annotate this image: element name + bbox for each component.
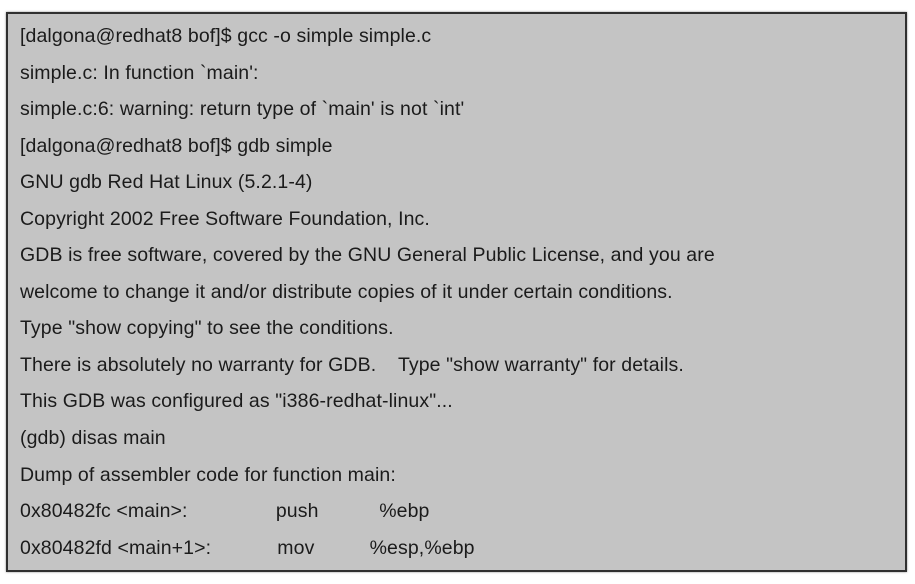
terminal-frame: [dalgona@redhat8 bof]$ gcc -o simple sim… bbox=[6, 12, 907, 572]
terminal-line: Dump of assembler code for function main… bbox=[20, 463, 396, 486]
terminal-line: GNU gdb Red Hat Linux (5.2.1-4) bbox=[20, 171, 313, 194]
terminal-line: simple.c:6: warning: return type of `mai… bbox=[20, 98, 465, 121]
terminal-line: Copyright 2002 Free Software Foundation,… bbox=[20, 207, 430, 230]
terminal-line: GDB is free software, covered by the GNU… bbox=[20, 244, 715, 267]
terminal-output: [dalgona@redhat8 bof]$ gcc -o simple sim… bbox=[8, 14, 905, 566]
terminal-line: [dalgona@redhat8 bof]$ gcc -o simple sim… bbox=[20, 25, 432, 47]
terminal-line: 0x80482fc <main>: push %ebp bbox=[20, 500, 430, 523]
terminal-line: This GDB was configured as "i386-redhat-… bbox=[20, 390, 453, 413]
terminal-line: Type "show copying" to see the condition… bbox=[20, 317, 394, 340]
terminal-line: 0x80482fd <main+1>: mov %esp,%ebp bbox=[20, 536, 475, 559]
terminal-line: There is absolutely no warranty for GDB.… bbox=[20, 353, 684, 376]
terminal-line: [dalgona@redhat8 bof]$ gdb simple bbox=[20, 134, 333, 157]
terminal-line: welcome to change it and/or distribute c… bbox=[20, 280, 673, 303]
terminal-line: (gdb) disas main bbox=[20, 427, 166, 450]
terminal-line: simple.c: In function `main': bbox=[20, 61, 259, 84]
